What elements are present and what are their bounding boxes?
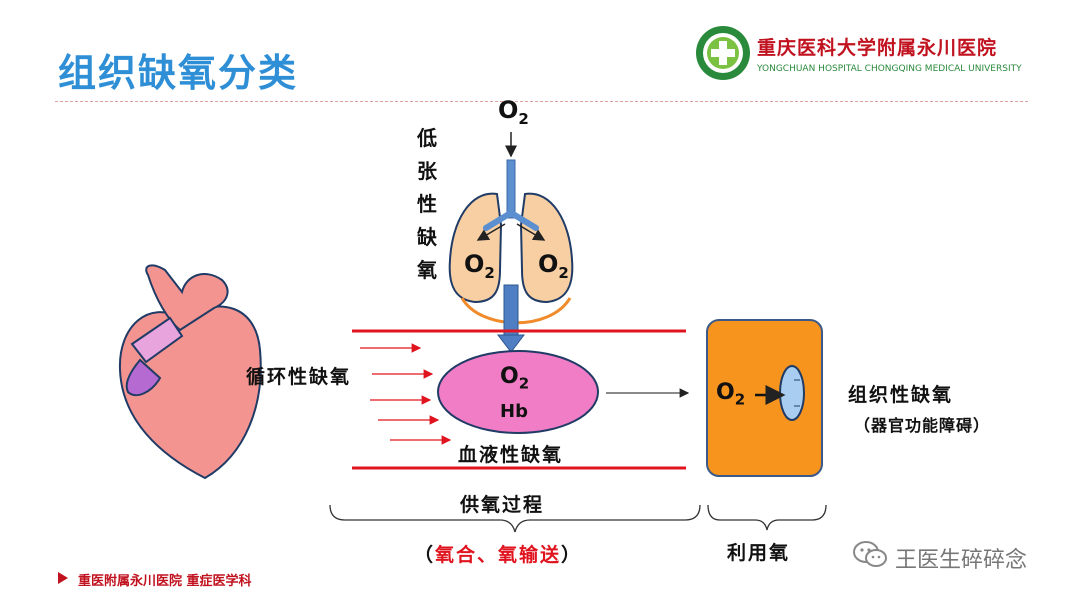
o2-blood-label: O2 xyxy=(500,364,530,393)
lungs-illustration xyxy=(448,159,574,325)
histogenous-hypoxia-label: 组织性缺氧 xyxy=(848,384,954,406)
supply-detail-label: （氧合、氧输送） xyxy=(414,544,583,566)
o2-left-lung-label: O2 xyxy=(464,250,495,282)
circulatory-hypoxia-label: 循环性缺氧 xyxy=(246,366,352,388)
hospital-logo-icon xyxy=(696,26,750,80)
organ-dysfunction-label: （器官功能障碍） xyxy=(854,416,991,435)
o2-cell-label: O2 xyxy=(716,380,746,409)
hospital-name-cn: 重庆医科大学附属永川医院 xyxy=(757,37,998,59)
page-title: 组织缺氧分类 xyxy=(58,51,299,95)
wechat-icon xyxy=(853,541,887,567)
utilization-brace xyxy=(707,504,827,531)
down-arrow-icon xyxy=(496,284,526,353)
hospital-name-en: YONGCHUAN HOSPITAL CHONGQING MEDICAL UNI… xyxy=(757,64,1022,74)
utilization-label: 利用氧 xyxy=(727,542,791,564)
footer-text: 重医附属永川医院 重症医学科 xyxy=(78,574,252,589)
hemic-hypoxia-label: 血液性缺氧 xyxy=(458,444,564,466)
watermark-text: 王医生碎碎念 xyxy=(895,548,1028,573)
hb-label: Hb xyxy=(500,401,528,422)
o2-right-lung-label: O2 xyxy=(538,250,569,282)
title-divider xyxy=(55,101,1028,102)
triangle-bullet-icon xyxy=(58,572,68,584)
o2-atmospheric-label: O2 xyxy=(498,96,529,128)
cell-nucleus xyxy=(779,365,805,421)
hypotonic-hypoxia-label: 低张性缺氧 xyxy=(417,126,437,282)
tissue-cell xyxy=(706,319,823,477)
supply-process-label: 供氧过程 xyxy=(460,494,545,516)
red-blood-cell xyxy=(437,350,599,434)
heart-illustration xyxy=(118,264,262,480)
supply-brace xyxy=(329,504,701,533)
